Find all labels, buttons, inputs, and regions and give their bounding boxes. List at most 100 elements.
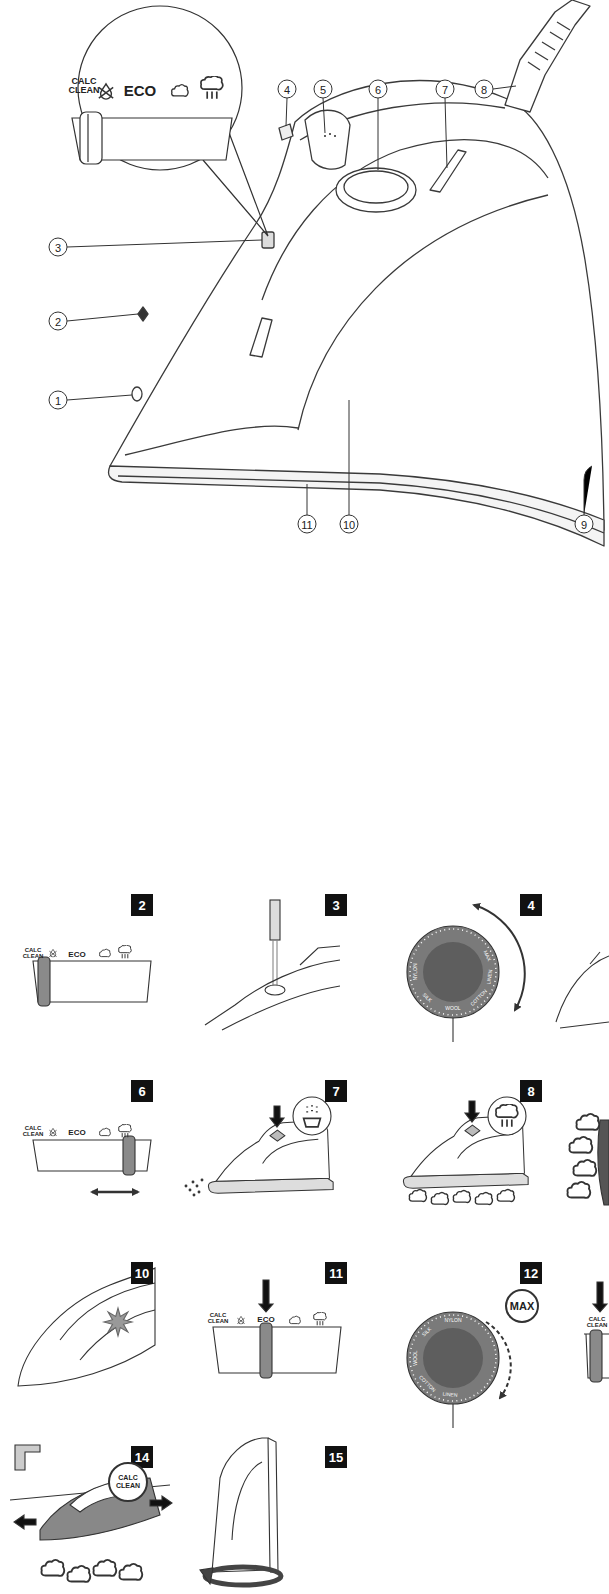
iron-illustration-part: [138, 307, 148, 321]
leader-line-part: [445, 98, 447, 168]
iron-step-part: [574, 1160, 597, 1176]
mode-slider-part: [33, 961, 151, 1002]
cooling-step-part: [104, 1308, 132, 1336]
mode-slider-part: [593, 1282, 607, 1312]
iron-step-part: [196, 1185, 198, 1187]
callout-number: 4: [278, 80, 297, 99]
rinse-step: [10, 1445, 172, 1582]
iron-step-part: [270, 1106, 284, 1127]
mode-slider: [33, 945, 609, 1382]
iron-step-part: [497, 1189, 514, 1201]
temperature-dial-part: [423, 1328, 483, 1388]
step-number: 10: [131, 1262, 153, 1284]
mode-label: CALC CLEAN: [207, 1312, 229, 1324]
dial-label: WOOL: [413, 1350, 419, 1365]
callout-number: 6: [369, 80, 388, 99]
storage-step: [200, 1438, 281, 1585]
storage-step-part: [205, 1567, 281, 1585]
callout-number: 9: [575, 515, 594, 534]
temperature-dial-part: [410, 929, 496, 1015]
mode-slider-part: [99, 949, 110, 957]
mode-label: ECO: [68, 951, 85, 960]
iron-step-part: [293, 1097, 331, 1135]
mode-label: CALC CLEAN: [586, 1316, 608, 1328]
step-number: 2: [131, 894, 153, 916]
step-number: 11: [325, 1262, 347, 1284]
mode-label: CALC CLEAN: [22, 947, 44, 959]
rinse-step-part: [120, 1564, 143, 1580]
filling-step-part: [205, 960, 340, 1025]
step-number: 8: [520, 1080, 542, 1102]
mode-label: CALC CLEAN: [67, 77, 101, 96]
leader-line-part: [286, 98, 287, 126]
iron-illustration-part: [325, 133, 335, 137]
step-number: 7: [325, 1080, 347, 1102]
leader-line-part: [493, 86, 516, 89]
cooling-step-part: [60, 1283, 155, 1340]
callout-number: 11: [298, 515, 317, 534]
iron-step-part: [488, 1097, 526, 1135]
mode-slider-part: [99, 1128, 110, 1136]
mode-slider-part: [213, 1327, 341, 1373]
rinse-step-part: [68, 1566, 91, 1582]
leader-line-part: [67, 240, 262, 247]
iron-step-part: [577, 1114, 600, 1130]
iron-step: [185, 952, 609, 1205]
dial-label: WOOL: [445, 1006, 460, 1012]
iron-illustration-part: [305, 110, 350, 169]
iron-illustration-part: [109, 466, 605, 546]
mode-slider-part: [259, 1280, 273, 1312]
detail-inset-part: [172, 85, 188, 97]
mode-label: ECO: [257, 1316, 274, 1325]
step-number: 6: [131, 1080, 153, 1102]
iron-step-part: [465, 1101, 479, 1122]
mode-label: ECO: [68, 1129, 85, 1138]
mode-slider-part: [119, 945, 132, 958]
storage-step-part: [268, 1438, 278, 1572]
rinse-step-part: [42, 1560, 65, 1576]
step-number: 12: [520, 1262, 542, 1284]
iron-illustration-part: [505, 0, 590, 112]
mode-label: CALC CLEAN: [22, 1125, 44, 1137]
iron-illustration-part: [132, 387, 142, 401]
detail-inset-part: [201, 76, 223, 99]
rinse-step-part: [150, 1496, 172, 1510]
iron-step-part: [475, 1192, 492, 1204]
leader-line-part: [67, 314, 138, 321]
mode-slider-part: [260, 1323, 272, 1378]
iron-illustration-part: [250, 318, 272, 357]
iron-illustration-part: [430, 150, 466, 192]
iron-illustration-part: [262, 140, 548, 300]
leader-line-part: [307, 484, 308, 515]
callout-number: 2: [49, 312, 68, 331]
storage-step-part: [232, 1462, 262, 1540]
detail-inset: [72, 6, 268, 236]
mode-slider-part: [289, 1316, 300, 1324]
temperature-dial-part: [452, 1404, 453, 1428]
iron-illustration-part: [336, 168, 416, 212]
iron-step-part: [556, 952, 609, 1028]
iron-illustration-part: [279, 124, 293, 140]
temperature-dial-part: [410, 1315, 496, 1401]
callout-number: 5: [314, 80, 333, 99]
iron-illustration-part: [344, 171, 408, 203]
callout-number: 1: [49, 391, 68, 410]
iron-step-part: [198, 1191, 200, 1193]
iron-step-part: [431, 1192, 448, 1204]
iron-step-part: [304, 1105, 321, 1127]
mode-slider-part: [49, 949, 56, 957]
detail-inset-part: [80, 112, 102, 164]
iron-step-part: [201, 1179, 203, 1181]
callout-number: 10: [340, 515, 359, 534]
mode-slider-part: [49, 1128, 56, 1136]
callout-number: 7: [436, 80, 455, 99]
iron-step-part: [453, 1190, 470, 1202]
filling-step-part: [222, 986, 340, 1030]
temperature-dial-part: [452, 1018, 453, 1042]
mode-slider-part: [314, 1312, 327, 1325]
iron-step-part: [409, 1189, 426, 1201]
callout-number: 3: [49, 238, 68, 257]
iron-step-part: [496, 1104, 518, 1127]
